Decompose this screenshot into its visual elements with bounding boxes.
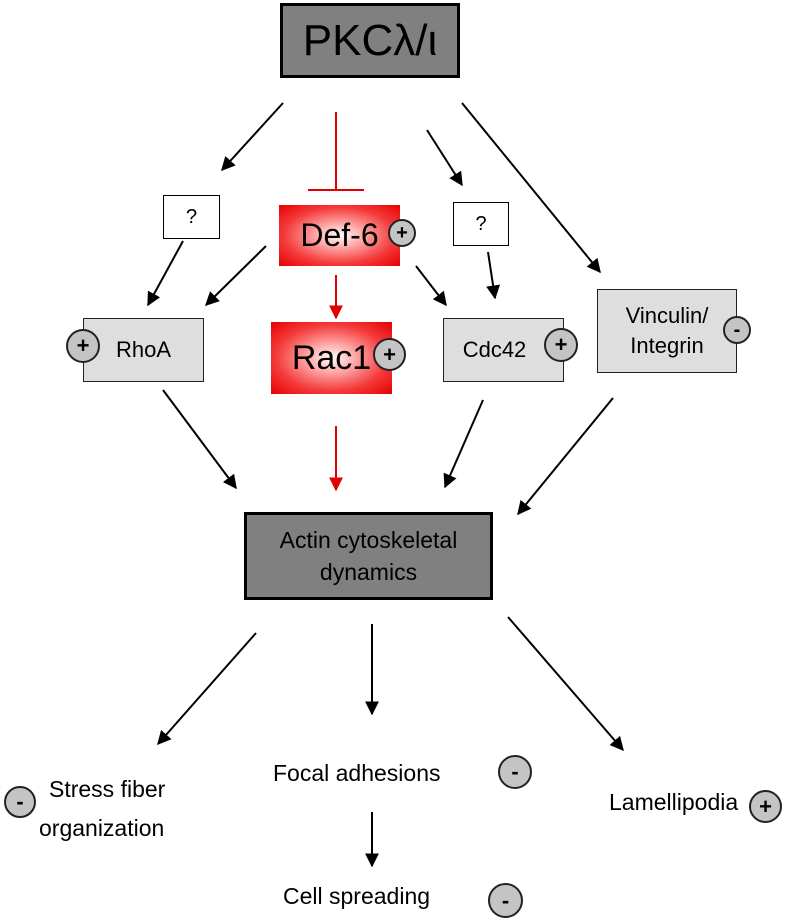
stress-sign-text: - (16, 789, 24, 814)
rhoa-sign: + (66, 329, 100, 363)
stress-sign: - (4, 786, 36, 818)
focal-adhesions-label: Focal adhesions (273, 760, 441, 786)
vinculin-label-line1: Vinculin/ (625, 303, 709, 328)
vinculin-sign-text: - (733, 318, 741, 341)
cdc42-sign: + (544, 328, 578, 362)
vinculin-box: Vinculin/ Integrin (597, 289, 737, 373)
def6-sign: + (388, 219, 416, 247)
actin-box: Actin cytoskeletal dynamics (244, 512, 493, 600)
rhoa-sign-text: + (76, 333, 90, 358)
def6-sign-text: + (396, 221, 408, 244)
lamellipodia-label: Lamellipodia (609, 789, 739, 815)
stress-fiber-label-line2: organization (39, 815, 165, 841)
arrow-cdc42-to-actin (443, 399, 484, 489)
lamellipodia-sign-text: + (759, 793, 772, 819)
question-left-label: ? (185, 205, 198, 228)
rac1-box: Rac1 (271, 322, 392, 394)
arrow-vinculin-to-actin (517, 397, 614, 516)
arrow-def6-to-cdc42 (415, 265, 447, 307)
question-right-label: ? (475, 212, 487, 235)
cell-spreading-sign: - (488, 883, 523, 918)
actin-label-line1: Actin cytoskeletal (279, 527, 458, 553)
question-right-box: ? (453, 202, 509, 246)
vinculin-sign: - (723, 316, 751, 344)
arrow-pkc-to-vinculin (461, 102, 601, 274)
pkc-box: PKCλ/ι (280, 3, 460, 78)
cdc42-sign-text: + (554, 332, 568, 357)
cdc42-label: Cdc42 (462, 337, 527, 362)
cell-spreading-label: Cell spreading (283, 883, 431, 909)
arrow-question-left-to-rhoa (147, 240, 184, 307)
cell-spreading-sign-text: - (501, 887, 510, 913)
lamellipodia-sign: + (749, 790, 782, 823)
focal-sign: - (498, 755, 532, 789)
stress-fiber-label-line1: Stress fiber (49, 776, 166, 802)
rac1-sign-text: + (383, 341, 396, 367)
def6-label: Def-6 (300, 217, 379, 253)
cdc42-box: Cdc42 (443, 318, 564, 382)
rac1-label: Rac1 (291, 338, 372, 377)
question-left-box: ? (163, 195, 220, 239)
arrow-pkc-to-question-right (426, 129, 463, 187)
arrow-actin-to-stress (157, 632, 257, 746)
arrow-rhoa-to-actin (162, 389, 237, 490)
pkc-label: PKCλ/ι (302, 15, 438, 65)
arrow-actin-to-lamellipodia (507, 616, 624, 752)
vinculin-label-line2: Integrin (630, 333, 704, 358)
rhoa-box: RhoA (83, 318, 204, 382)
arrow-pkc-to-question-left (221, 102, 284, 172)
rac1-sign: + (373, 338, 406, 371)
actin-label-line2: dynamics (319, 559, 418, 585)
def6-box: Def-6 (279, 205, 400, 266)
focal-sign-text: - (511, 759, 519, 784)
rhoa-label: RhoA (115, 337, 172, 362)
arrow-def6-to-rhoa (205, 245, 267, 306)
arrow-question-right-to-cdc42 (486, 251, 501, 300)
